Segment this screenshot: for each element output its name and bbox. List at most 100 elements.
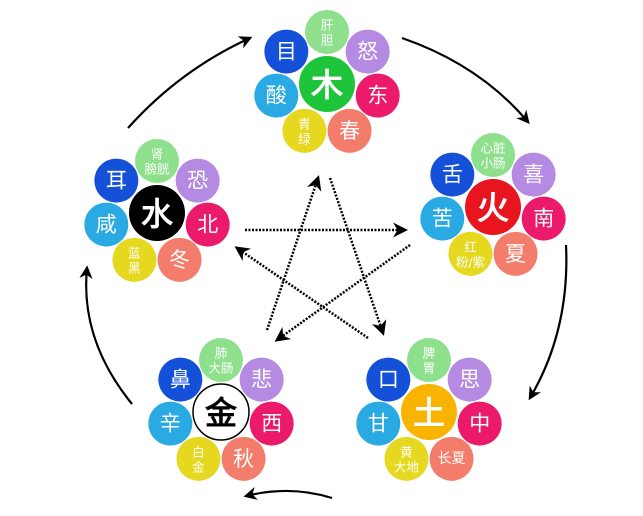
petal-circle [384,436,429,481]
petal-circle [135,139,179,183]
petal-circle [84,202,129,247]
petal: 口 [366,357,411,402]
petal-label: 胆 [321,33,334,48]
petal-label: 蓝 [128,245,141,260]
petal-label: 悲 [251,368,272,392]
petal-circle [457,401,502,446]
petal: 酸 [254,73,299,118]
petal-label: 北 [197,213,218,237]
petal-circle [94,158,139,203]
petal-label: 怒 [357,40,378,64]
petal: 青绿 [282,108,327,153]
element-water-label: 水 [141,195,174,233]
cluster-water: 肾膀胱恐北冬 蓝黑 咸耳水 [84,139,230,282]
petal-circle [493,231,538,276]
petal-circle [447,357,492,402]
petal: 恐 [175,158,220,203]
petal-label: 口 [378,368,399,392]
petal: 甘 [356,401,401,446]
petal-label: 恐 [187,169,208,193]
petal: 长夏 [429,436,474,481]
petal-circle [264,29,309,74]
petal: 冬 [157,237,202,282]
petal: 红粉/紫 [448,231,493,276]
petal-circle [185,202,230,247]
petal-circle [355,73,400,118]
petal-label: 目 [276,40,297,64]
arrow-metal-controls-wood [265,175,322,331]
petal: 黄大地 [384,436,429,481]
petal-label: 绿 [298,131,311,146]
petal: 喜 [511,152,556,197]
element-fire-label: 火 [477,189,509,227]
petal-label: 大地 [394,459,420,474]
petal-label: 咸 [96,213,117,237]
petal: 脾胃 [407,338,451,382]
cluster-metal: 肺大肠悲西秋白金辛鼻金 [148,338,294,481]
petal-circle [221,436,266,481]
petal: 肾膀胱 [135,139,179,183]
cluster-earth: 脾胃思中长夏黄大地甘口土 [356,338,502,481]
petal-label: 脾 [423,346,436,361]
element-clusters: 肝胆怒东春青绿酸目木心脏小肠喜南夏红粉/紫苦舌火脾胃思中长夏黄大地甘口土肺大肠悲… [84,10,566,481]
petal-circle [471,133,515,177]
petal-label: 金 [192,459,205,474]
petal: 肝胆 [305,10,349,54]
petal-label: 胃 [423,361,436,376]
petal-circle [407,338,451,382]
petal-label: 心脏 [480,141,505,156]
petal-label: 黄 [400,444,413,459]
petal-label: 肾 [151,147,164,162]
petal-label: 黑 [128,260,141,275]
petal-label: 青 [298,116,311,131]
petal-circle [148,401,193,446]
petal-label: 西 [261,412,282,436]
petal-label: 夏 [505,242,526,266]
petal-circle [249,401,294,446]
petal-label: 舌 [442,163,463,187]
element-fire-circle [465,179,521,235]
petal-label: 小肠 [480,156,505,171]
petal-label: 冬 [169,248,190,272]
petal-label: 肺 [215,346,228,361]
petal-circle [254,73,299,118]
cluster-fire: 心脏小肠喜南夏红粉/紫苦舌火 [420,133,566,276]
petal-label: 白 [192,444,205,459]
petal-circle [366,357,411,402]
petal: 西 [249,401,294,446]
petal-circle [112,237,157,282]
petal-label: 酸 [266,84,287,108]
petal-label: 南 [533,207,554,231]
petal-label: 耳 [106,169,127,193]
petal-circle [327,108,372,153]
petal-label: 中 [469,412,490,436]
petal: 苦 [420,196,465,241]
petal: 咸 [84,202,129,247]
petal-label: 红 [464,239,477,254]
petal-circle [157,237,202,282]
arrow-wood-controls-earth [328,177,387,336]
petal-circle [175,158,220,203]
petal-label: 甘 [368,412,389,436]
petal-label: 东 [367,84,388,108]
petal: 鼻 [158,357,203,402]
petal-circle [420,196,465,241]
petal-label: 思 [459,368,480,392]
element-earth-circle [401,384,457,440]
petal-circle [521,196,566,241]
petal-label: 鼻 [170,368,191,392]
petal-label: 粉/紫 [456,254,485,269]
petal: 白金 [176,436,221,481]
petal: 耳 [94,158,139,203]
petal: 肺大肠 [199,338,243,382]
element-metal-label: 金 [204,394,238,432]
petal-label: 春 [339,119,360,143]
petal-circle [176,436,221,481]
petal-circle [356,401,401,446]
petal-circle [305,10,349,54]
petal-label: 大肠 [208,361,233,376]
petal: 东 [355,73,400,118]
petal-circle [158,357,203,402]
